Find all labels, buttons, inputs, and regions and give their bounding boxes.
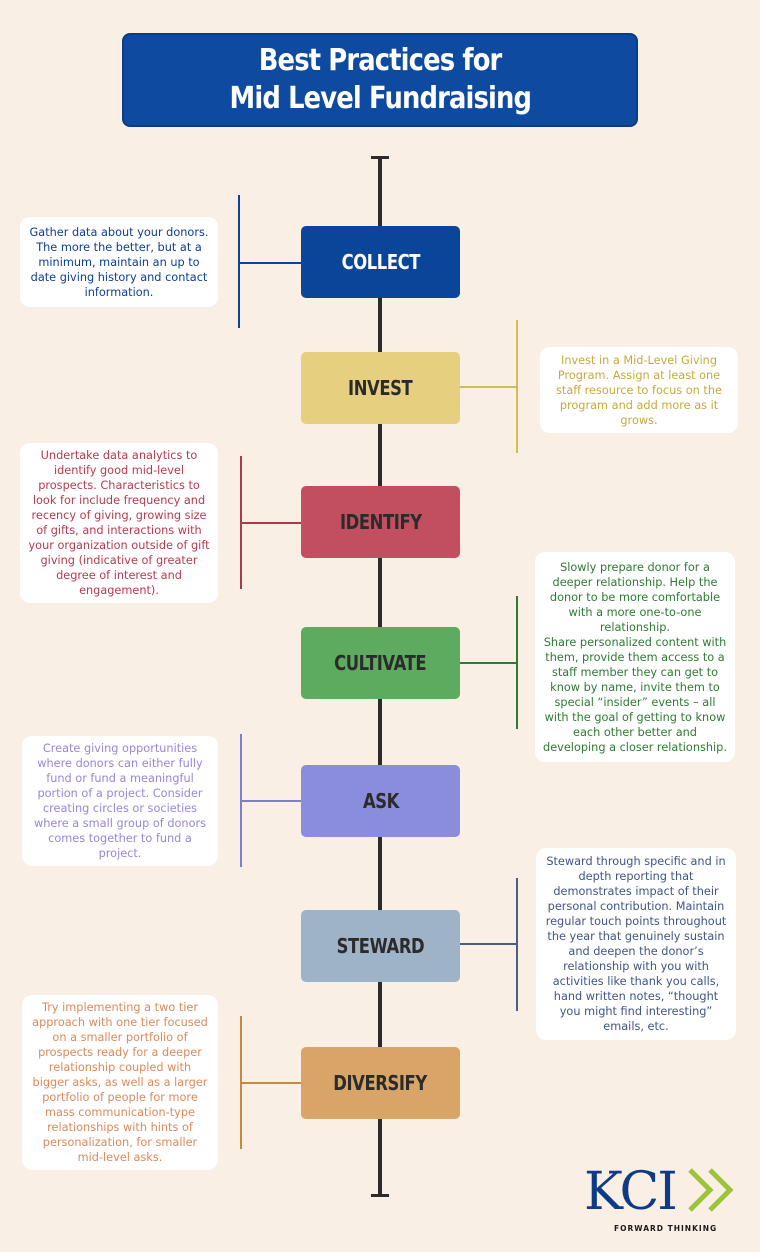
step-diversify: DIVERSIFY [301, 1047, 460, 1119]
steward-description: Steward through specific and in depth re… [536, 848, 736, 1040]
double-chevron-icon [688, 1168, 734, 1212]
step-diversify-label: DIVERSIFY [333, 1071, 428, 1095]
step-steward: STEWARD [301, 910, 460, 982]
collect-connector [238, 262, 318, 264]
step-identify: IDENTIFY [301, 486, 460, 558]
step-invest-label: INVEST [348, 376, 413, 400]
step-collect: COLLECT [301, 226, 460, 298]
invest-description: Invest in a Mid-Level Giving Program. As… [540, 347, 738, 433]
step-ask-label: ASK [362, 789, 399, 813]
step-ask: ASK [301, 765, 460, 837]
step-steward-label: STEWARD [336, 934, 425, 958]
step-invest: INVEST [301, 352, 460, 424]
cultivate-description: Slowly prepare donor for a deeper relati… [535, 552, 735, 762]
step-cultivate: CULTIVATE [301, 627, 460, 699]
logo-tagline: FORWARD THINKING [614, 1224, 718, 1233]
invest-connector [442, 386, 518, 388]
diversify-description: Try implementing a two tier approach wit… [22, 995, 218, 1170]
steward-connector [442, 943, 518, 945]
title-line-2: Mid Level Fundraising [229, 81, 531, 116]
title-line-1: Best Practices for [258, 43, 503, 78]
ask-description: Create giving opportunities where donors… [22, 736, 218, 866]
cultivate-connector [442, 662, 518, 664]
step-identify-label: IDENTIFY [339, 510, 422, 534]
logo-text: KCI [584, 1162, 678, 1222]
kci-logo: KCI FORWARD THINKING [578, 1160, 748, 1240]
identify-connector [240, 522, 318, 524]
title-banner: Best Practices for Mid Level Fundraising [122, 33, 638, 127]
timeline-top-cap [371, 156, 389, 159]
collect-bracket [238, 195, 240, 328]
step-collect-label: COLLECT [341, 250, 420, 274]
identify-description: Undertake data analytics to identify goo… [20, 443, 218, 603]
timeline-bottom-cap [371, 1194, 389, 1197]
diversify-connector [240, 1082, 318, 1084]
ask-connector [240, 800, 318, 802]
collect-description: Gather data about your donors. The more … [20, 217, 218, 307]
step-cultivate-label: CULTIVATE [334, 651, 427, 675]
